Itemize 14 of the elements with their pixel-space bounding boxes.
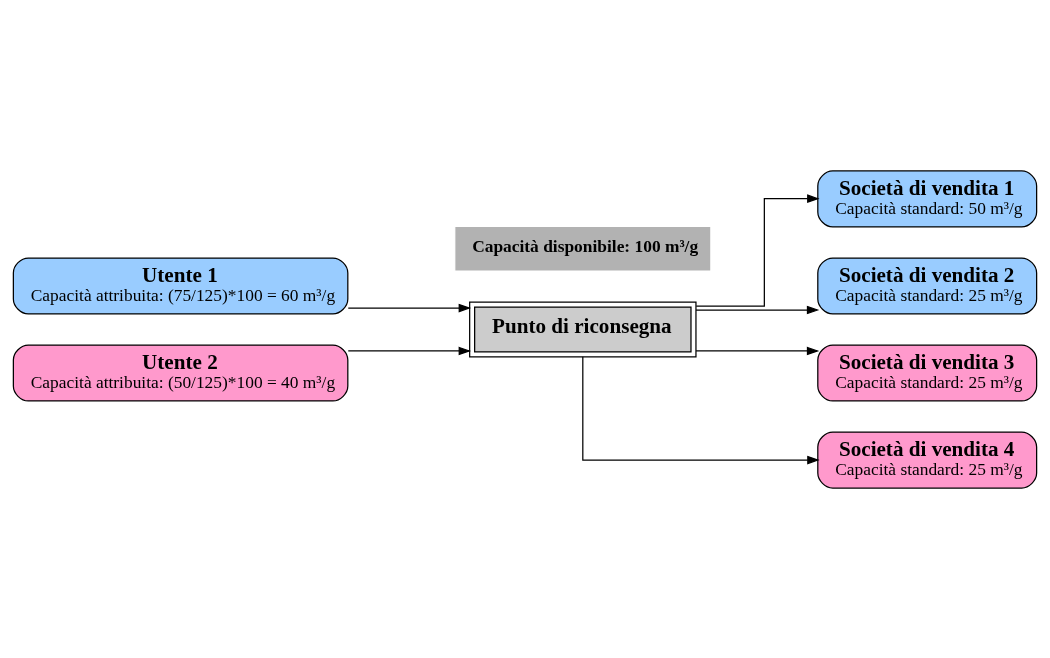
node-box: Società di vendita 2 Capacità standard: 25 m³/g <box>817 256 1038 315</box>
node-box: Società di vendita 1 Capacità standard: 50 m³/g <box>817 169 1038 228</box>
arrow <box>347 303 472 312</box>
node-box: Utente 1 Capacità attribuita: (75/125)*100 = 60 m³/g <box>12 256 349 315</box>
arrow <box>695 193 820 307</box>
node-box: Punto di riconsegna <box>469 301 697 357</box>
node-box: Capacità disponibile: 100 m³/g <box>454 225 712 272</box>
arrow <box>347 346 472 355</box>
arrow <box>695 305 820 314</box>
arrow <box>582 355 820 464</box>
node-box: Società di vendita 3 Capacità standard: 25 m³/g <box>817 343 1038 402</box>
node-box: Utente 2 Capacità attribuita: (50/125)*100 = 40 m³/g <box>12 343 349 402</box>
arrow <box>695 346 820 355</box>
node-box: Società di vendita 4 Capacità standard: 25 m³/g <box>817 430 1038 489</box>
